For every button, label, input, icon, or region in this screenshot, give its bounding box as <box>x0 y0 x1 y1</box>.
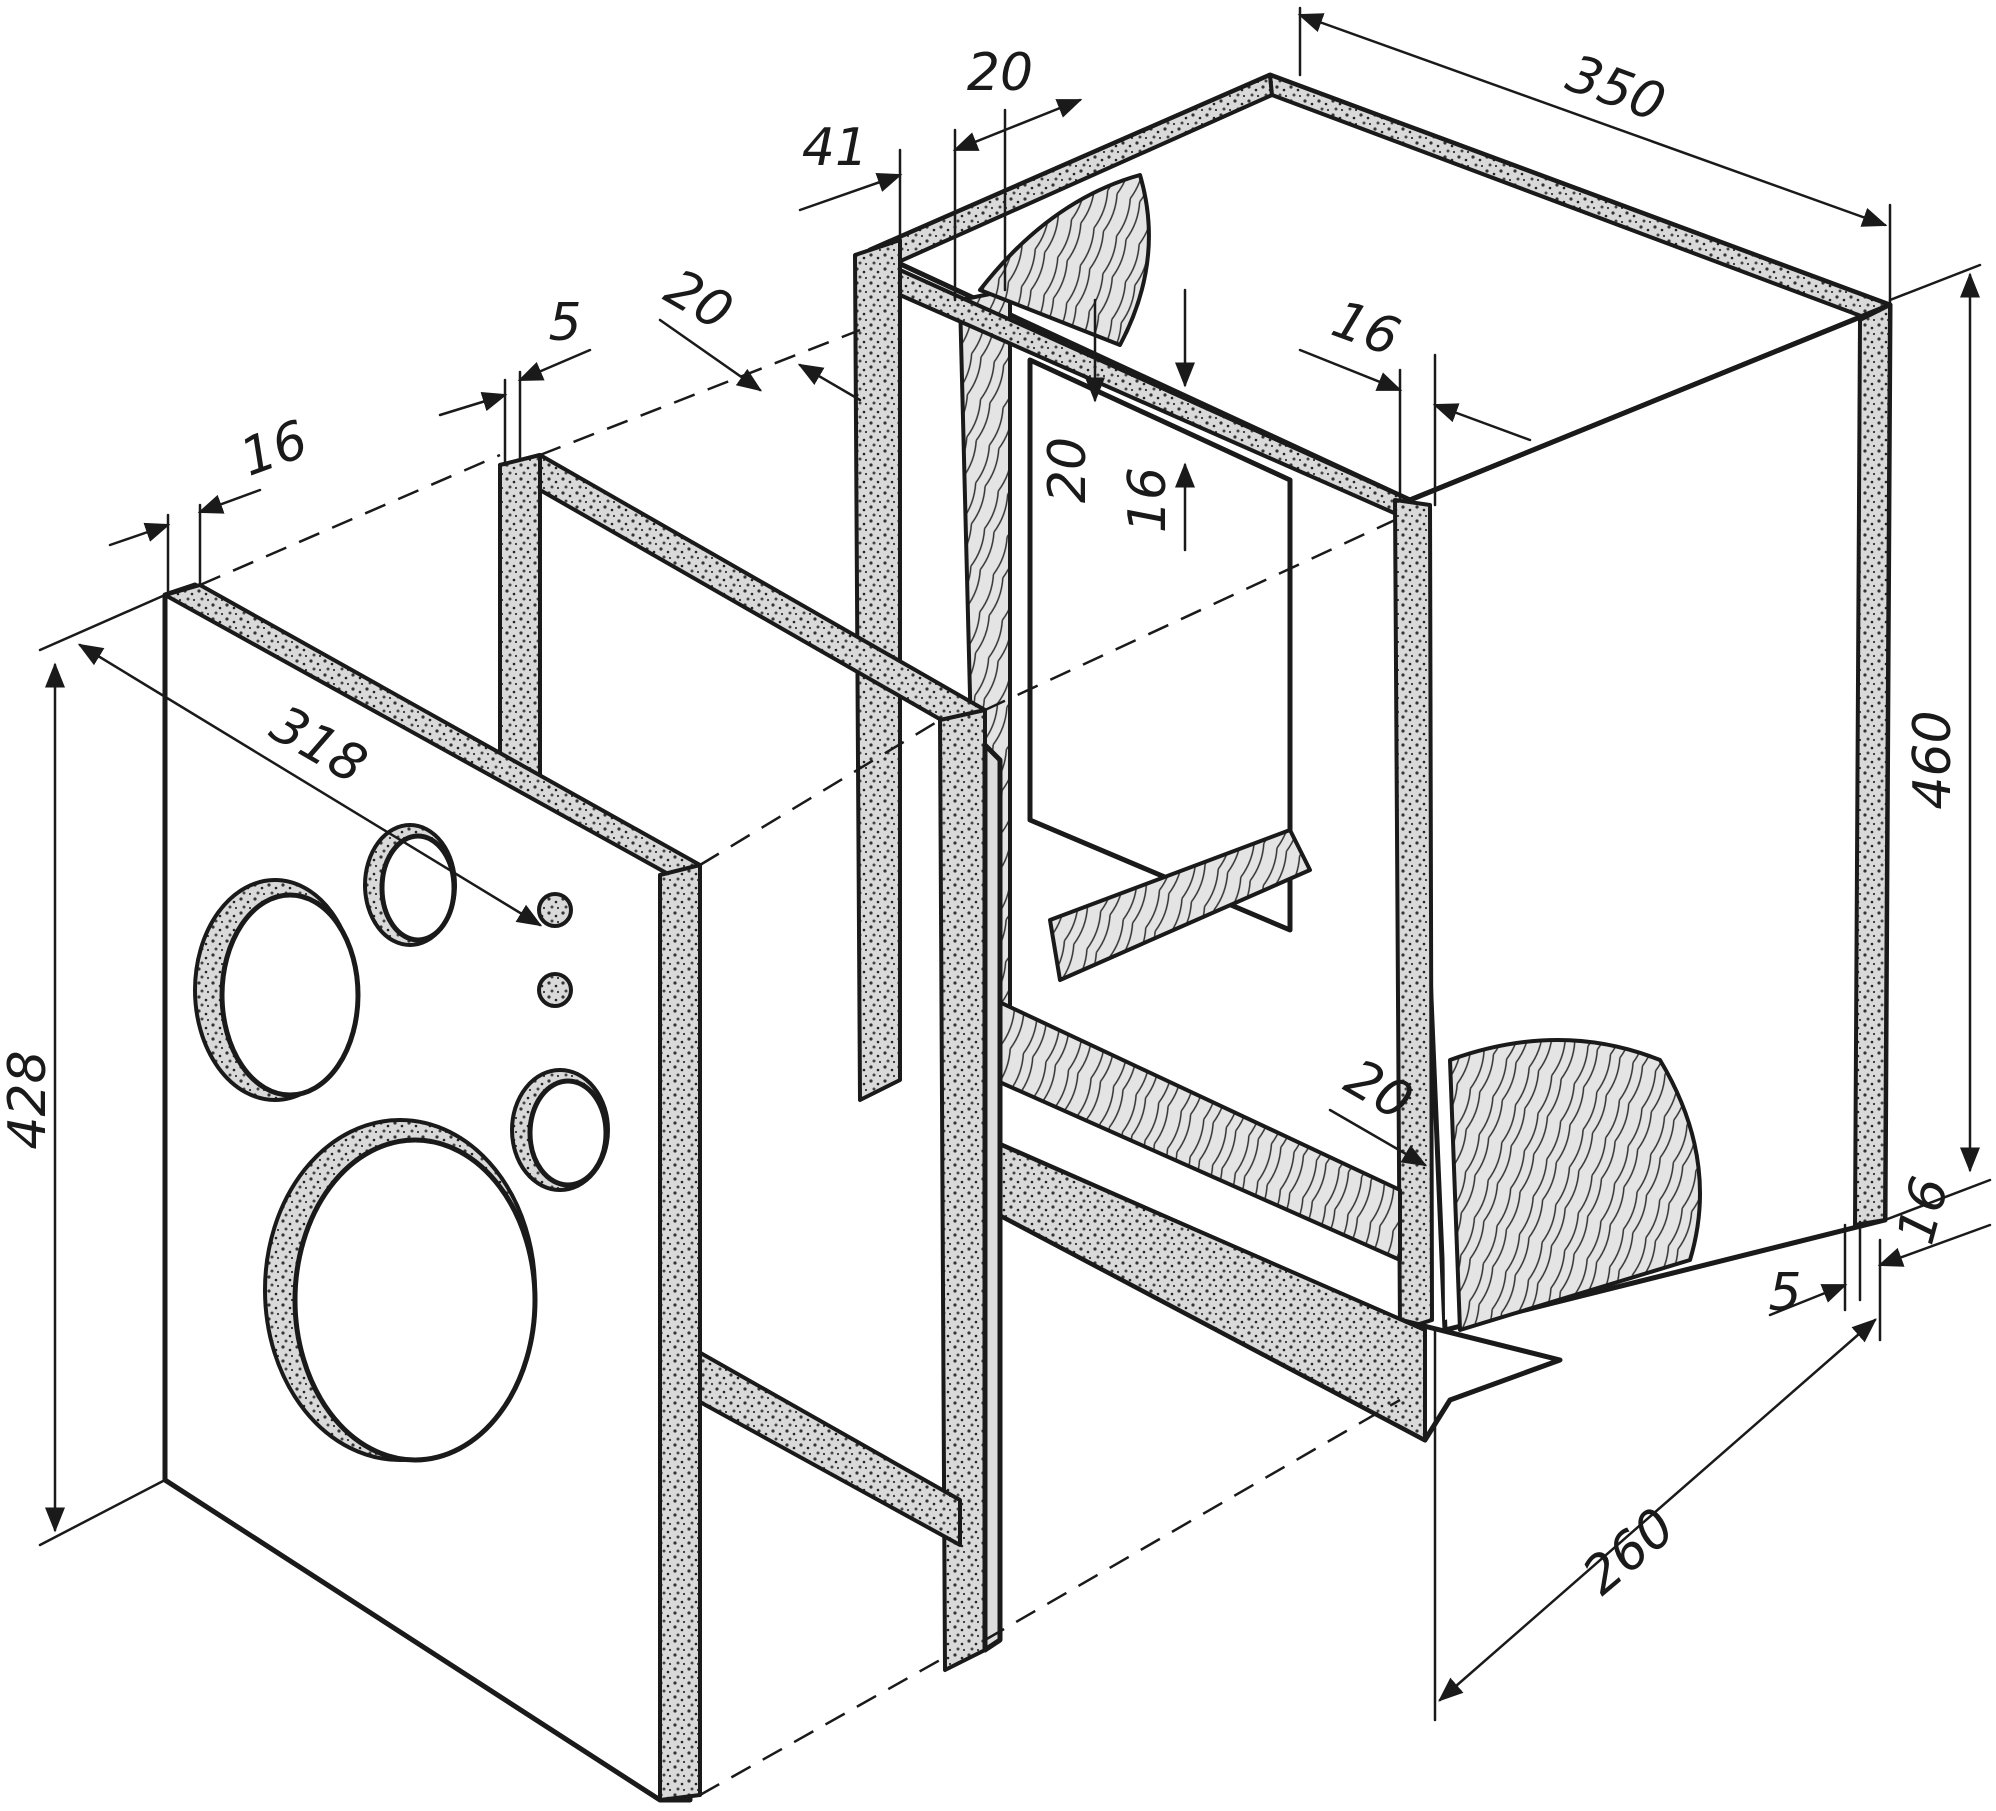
cabinet-top-cutaway <box>978 173 1151 347</box>
dim-line-16 <box>108 522 171 547</box>
baffle-side-edge <box>658 863 702 1802</box>
front-frame <box>498 453 1003 1672</box>
dim-line-16-bottom <box>1877 1223 1992 1267</box>
label-20-top: 20 <box>967 43 1033 103</box>
dim-line-350 <box>1297 13 1888 227</box>
dim-line-5-bottom <box>1768 1283 1848 1317</box>
terminal-hole-2 <box>537 972 573 1008</box>
dim-line-260 <box>1438 1318 1877 1702</box>
dash-bottom-2 <box>984 1398 1401 1642</box>
label-460: 460 <box>1903 710 1963 809</box>
dimension-lines <box>38 6 1992 1722</box>
label-16-panel: 16 <box>233 410 316 489</box>
label-20-inner: 20 <box>1038 437 1098 503</box>
dash-top-1 <box>199 453 501 587</box>
dim-line-20-top <box>952 98 1083 152</box>
label-350: 350 <box>1559 44 1673 134</box>
dash-bottom-1 <box>699 1658 941 1797</box>
dim-line-20-frame-b <box>797 363 862 402</box>
cabinet-cutaway <box>1448 1038 1702 1332</box>
midrange-hole-inner <box>219 892 361 1098</box>
label-260: 260 <box>1572 1497 1687 1607</box>
dim-ext-428-bottom <box>38 1478 167 1547</box>
label-428: 428 <box>0 1050 58 1149</box>
dim-line-16-b <box>197 488 262 514</box>
dash-mid-2 <box>984 518 1396 712</box>
dash-mid-1 <box>699 718 941 867</box>
tweeter-hole-bottom-inner <box>527 1078 609 1188</box>
dim-line-318 <box>77 643 543 927</box>
dim-ext-460-top <box>1888 263 1982 302</box>
label-41: 41 <box>802 118 868 178</box>
cabinet-bottom-back-rail <box>1048 828 1312 982</box>
dim-line-5-b <box>517 348 592 382</box>
frame-bottom-rail <box>658 1328 962 1547</box>
dim-ext-460-bottom <box>1883 1178 1992 1222</box>
terminal-hole-1 <box>537 892 573 928</box>
dim-line-20-frame <box>658 318 763 392</box>
frame-back-fill <box>982 742 1003 1653</box>
cabinet-right-rear-edge <box>1853 303 1892 1227</box>
dim-ext-428-top <box>38 593 167 652</box>
frame-top-rail <box>498 453 987 747</box>
dim-line-5 <box>438 392 508 417</box>
cabinet-box <box>853 72 1893 1443</box>
cabinet-right-stile <box>1393 498 1434 1332</box>
front-baffle <box>162 582 702 1803</box>
alignment-lines <box>199 328 1401 1797</box>
dim-line-16-shelf-b <box>1432 403 1532 442</box>
dim-line-16-shelf <box>1298 348 1403 392</box>
label-16-inner: 16 <box>1118 467 1178 533</box>
woofer-hole-inner <box>292 1137 538 1463</box>
dash-top-2 <box>539 328 861 457</box>
label-20-frame: 20 <box>655 258 742 343</box>
cabinet-back-opening <box>1027 357 1293 933</box>
dim-line-41 <box>798 172 903 212</box>
label-5-bottom: 5 <box>1768 1263 1801 1323</box>
dim-line-20-bottom <box>1328 1108 1428 1167</box>
label-5-gap: 5 <box>548 293 581 353</box>
